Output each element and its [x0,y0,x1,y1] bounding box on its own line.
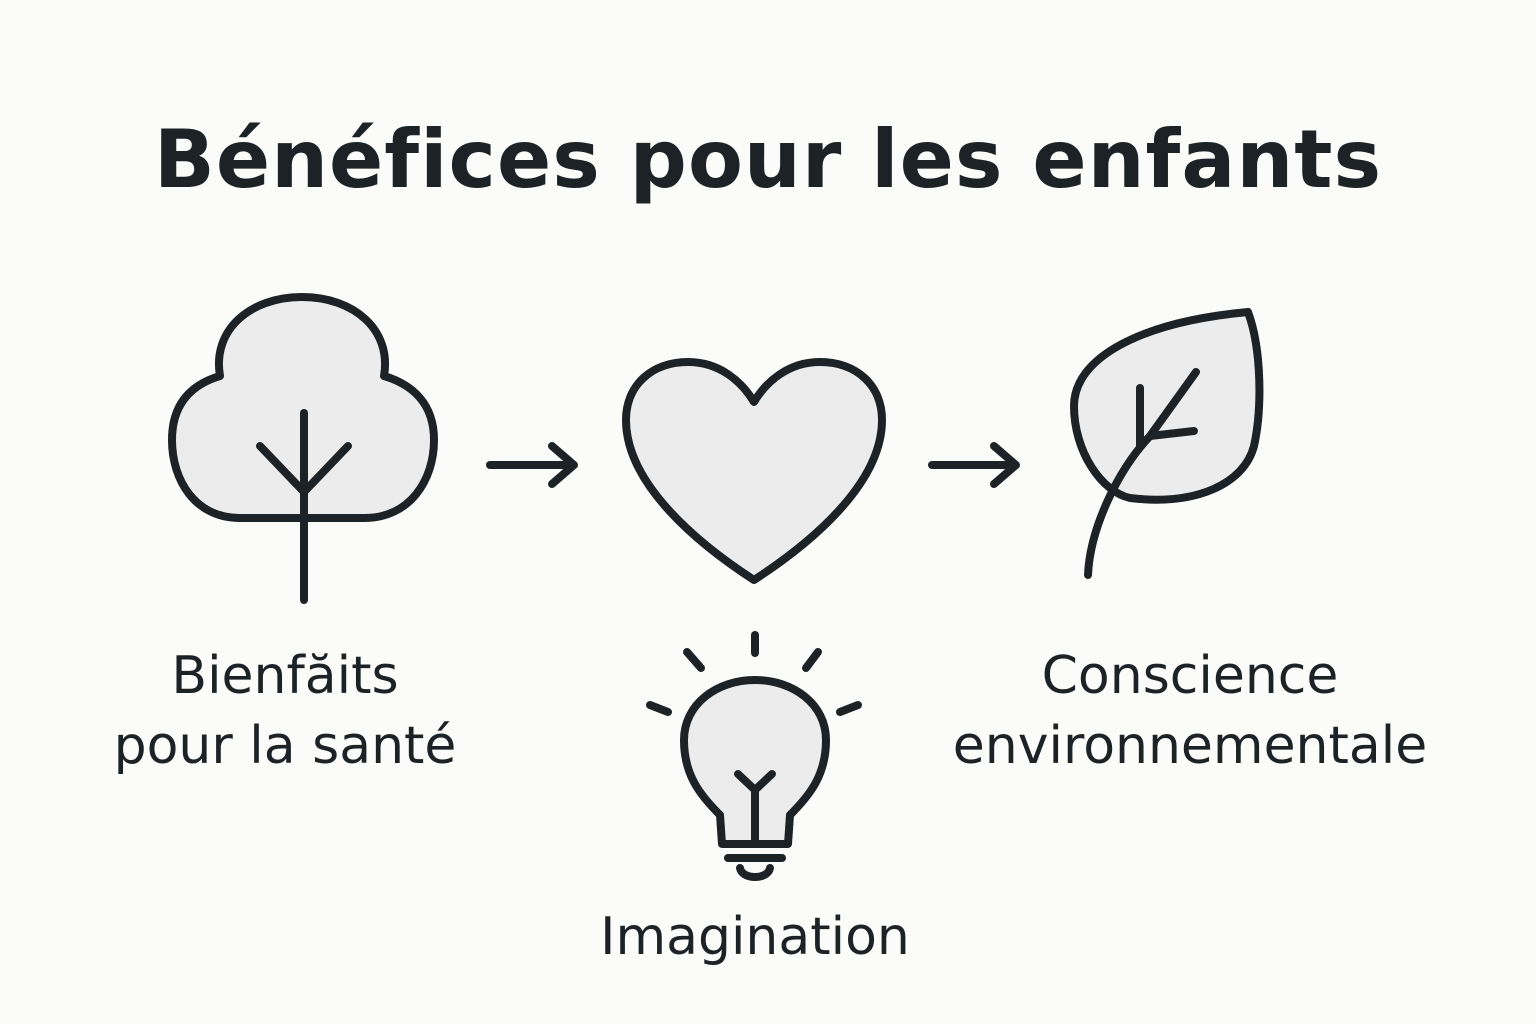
label-line: Bienfăits [171,646,399,706]
lightbulb-icon [646,631,862,881]
label-line: pour la santé [113,716,457,776]
arrow-right-icon [928,442,1020,488]
heart-icon [622,358,886,584]
label-health-benefits: Bienfăits pour la santé [70,641,500,781]
label-environmental-awareness: Conscience environnementale [930,641,1450,781]
label-imagination: Imagination [560,902,950,972]
diagram-title: Bénéfices pour les enfants [153,113,1383,206]
label-line: Imagination [600,907,910,967]
tree-icon [168,293,438,604]
label-line: environnementale [952,716,1428,776]
label-line: Conscience [1041,646,1339,706]
leaf-icon [1070,308,1264,579]
arrow-right-icon [486,442,578,488]
